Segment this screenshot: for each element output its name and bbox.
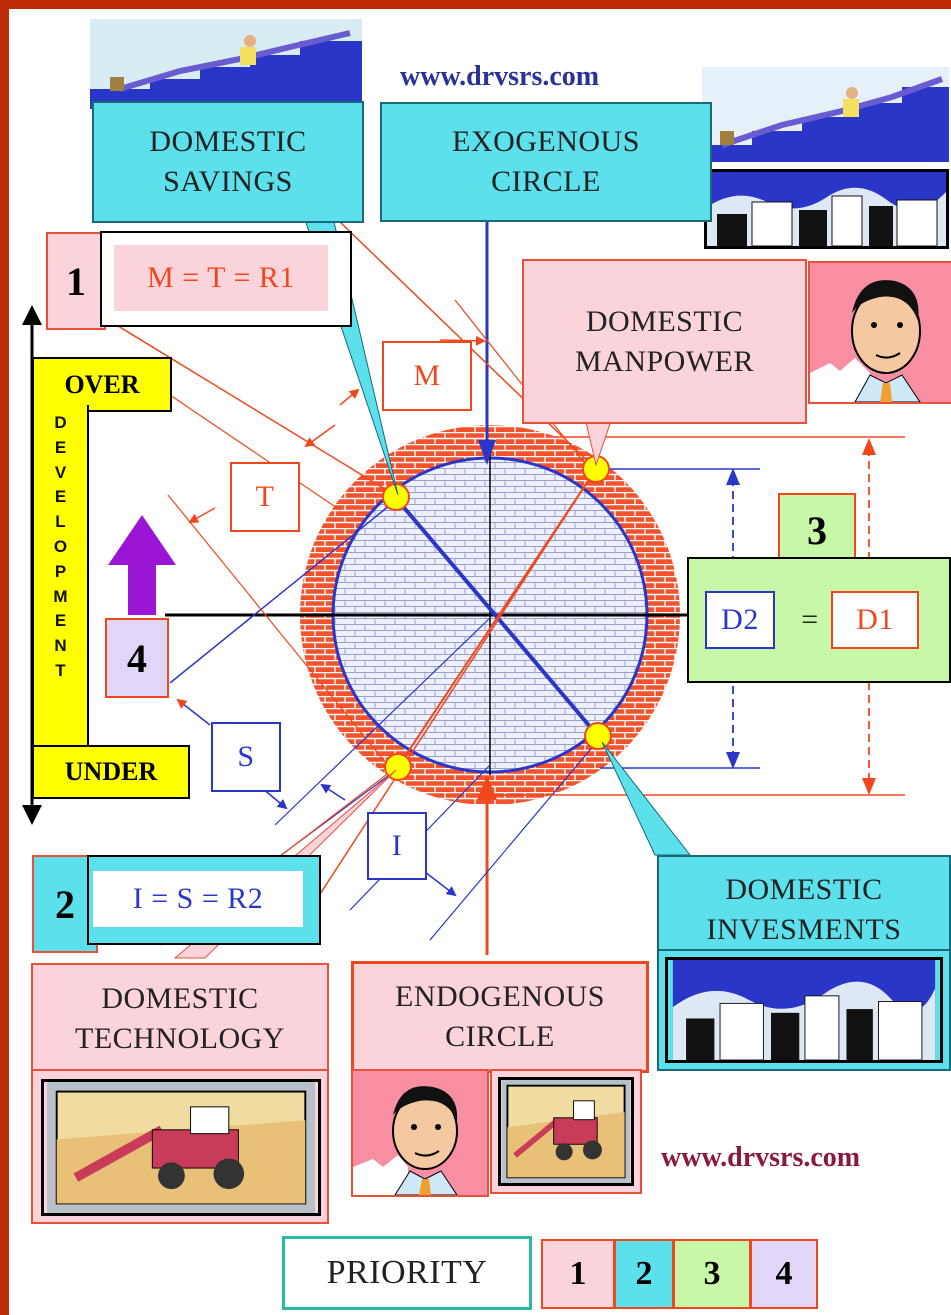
businessman-stairs-clipart-icon bbox=[90, 19, 362, 109]
over-label: OVER bbox=[32, 357, 172, 412]
d1-label: D1 bbox=[831, 591, 919, 649]
businessman-stairs-clipart-icon bbox=[702, 67, 949, 162]
city-skyline-icon bbox=[657, 949, 951, 1071]
development-axis-label: D E V E L O P M E N T bbox=[32, 405, 89, 751]
harvester-tractor-icon bbox=[31, 1069, 329, 1224]
domestic-invesments-label: DOMESTIC INVESMENTS bbox=[657, 855, 951, 965]
url-bottom[interactable]: www.drvsrs.com bbox=[661, 1142, 861, 1173]
priority-4: 4 bbox=[750, 1239, 818, 1309]
harvester-tractor-icon bbox=[490, 1069, 642, 1194]
priority-3: 3 bbox=[673, 1239, 751, 1309]
businessman-portrait-icon bbox=[351, 1069, 489, 1197]
marker-i: I bbox=[367, 812, 427, 880]
equation-2-text: I = S = R2 bbox=[93, 871, 303, 927]
marker-m: M bbox=[382, 341, 472, 411]
equation-3-number: 3 bbox=[778, 493, 856, 567]
businessman-portrait-icon bbox=[808, 261, 951, 404]
equation-1-text: M = T = R1 bbox=[114, 245, 328, 311]
equals-sign: = bbox=[801, 603, 819, 636]
under-label: UNDER bbox=[32, 745, 190, 799]
marker-s: S bbox=[211, 722, 281, 792]
equation-1-box: M = T = R1 bbox=[100, 231, 352, 327]
domestic-technology-label: DOMESTIC TECHNOLOGY bbox=[31, 963, 329, 1075]
equation-3-box: D2 = D1 bbox=[687, 557, 951, 683]
url-top[interactable]: www.drvsrs.com bbox=[400, 61, 600, 92]
priority-1: 1 bbox=[541, 1239, 615, 1309]
priority-2: 2 bbox=[614, 1239, 674, 1309]
domestic-savings-label: DOMESTIC SAVINGS bbox=[92, 101, 364, 223]
d2-label: D2 bbox=[705, 591, 775, 649]
equation-1-number: 1 bbox=[46, 232, 106, 330]
marker-t: T bbox=[230, 462, 300, 532]
equation-2-box: I = S = R2 bbox=[87, 855, 321, 945]
exogenous-circle-label: EXOGENOUS CIRCLE bbox=[380, 102, 712, 222]
priority-label: PRIORITY bbox=[282, 1236, 532, 1310]
domestic-manpower-label: DOMESTIC MANPOWER bbox=[522, 259, 807, 424]
endogenous-circle-label: ENDOGENOUS CIRCLE bbox=[351, 961, 649, 1073]
equation-4-number: 4 bbox=[105, 618, 169, 698]
city-skyline-icon bbox=[704, 169, 949, 249]
